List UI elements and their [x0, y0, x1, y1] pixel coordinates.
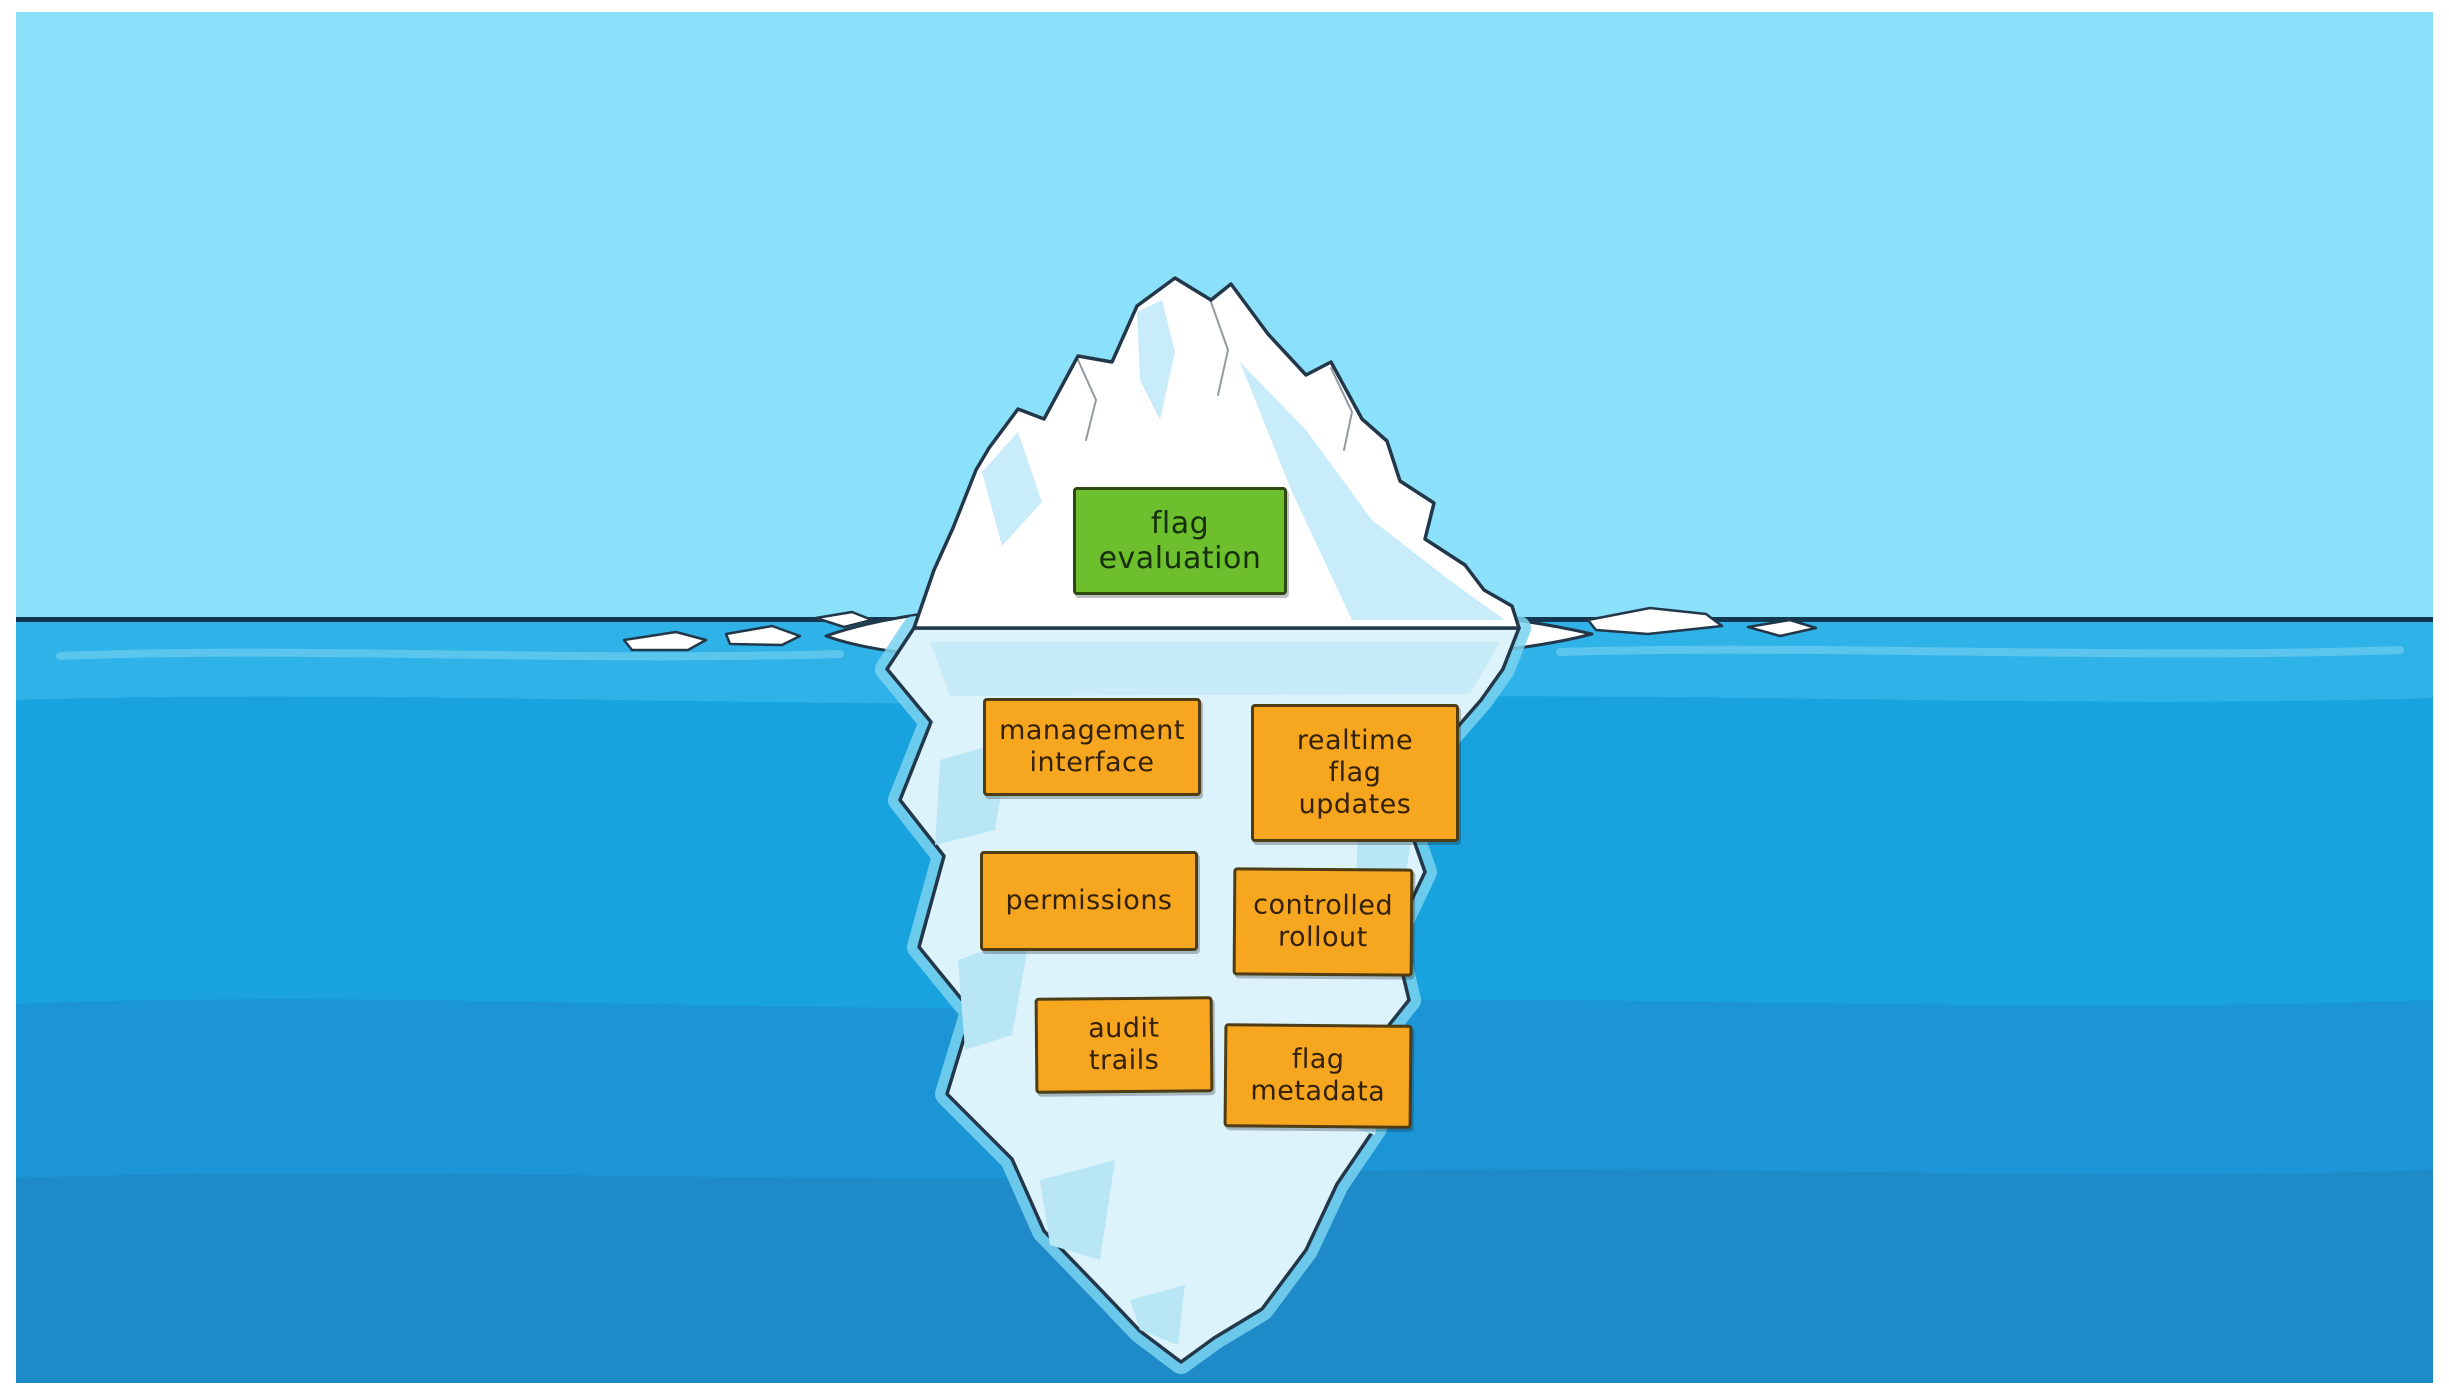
ice-floe — [814, 610, 874, 629]
ice-shade — [930, 642, 1500, 696]
ice-crevice — [1210, 301, 1230, 396]
water-streak-left — [56, 648, 844, 661]
ice-shade — [1240, 362, 1505, 620]
ice-crevice — [1077, 359, 1098, 441]
water-streak-right — [1556, 645, 2404, 658]
label-management-interface: management interface — [983, 698, 1201, 796]
ice-shade — [1137, 300, 1175, 420]
ice-shade — [982, 432, 1042, 546]
ice-floe — [724, 624, 802, 647]
ice-shade — [958, 935, 1030, 1050]
iceberg-above-shading — [982, 300, 1505, 620]
ice-crevice — [1330, 367, 1354, 451]
label-audit-trails: audit trails — [1034, 996, 1214, 1094]
ice-floe — [622, 630, 708, 652]
ice-floe — [1746, 618, 1818, 638]
label-flag-evaluation: flag evaluation — [1073, 487, 1287, 595]
label-controlled-rollout: controlled rollout — [1232, 867, 1414, 977]
ice-floes — [622, 606, 1818, 652]
ice-floe — [1586, 606, 1724, 636]
ice-shade — [1040, 1160, 1115, 1260]
ice-shade — [1130, 1285, 1185, 1345]
label-permissions: permissions — [980, 851, 1198, 951]
label-flag-metadata: flag metadata — [1223, 1023, 1413, 1129]
label-realtime-flag-updates: realtime flag updates — [1251, 704, 1459, 842]
